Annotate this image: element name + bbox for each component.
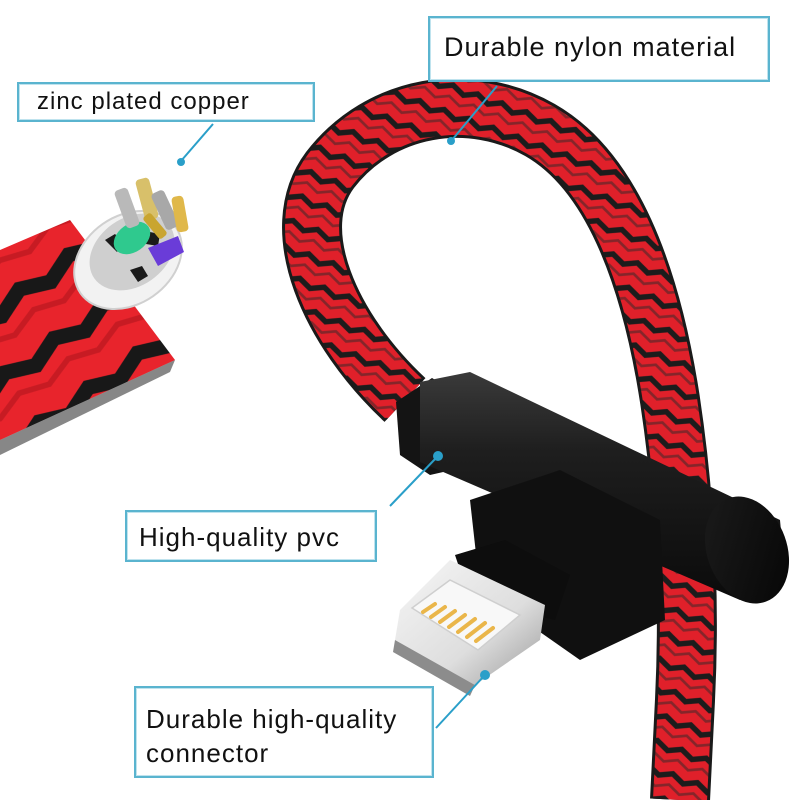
gold-pins [421,602,495,643]
callout-label: zinc plated copper [37,88,250,115]
callout-durable-nylon: Durable nylon material [428,16,770,82]
leader-lines [177,85,498,729]
callout-label-line2: connector [146,738,270,768]
callout-high-quality-pvc: High-quality pvc [125,510,377,562]
callout-durable-connector: Durable high-quality connector [134,686,434,778]
copper-core-cable [0,177,189,455]
callout-label-line1: Durable high-quality [146,704,398,734]
callout-zinc-copper: zinc plated copper [17,82,315,122]
lightning-plug [393,560,545,696]
callout-label: Durable nylon material [444,32,737,62]
callout-label: High-quality pvc [139,522,340,552]
